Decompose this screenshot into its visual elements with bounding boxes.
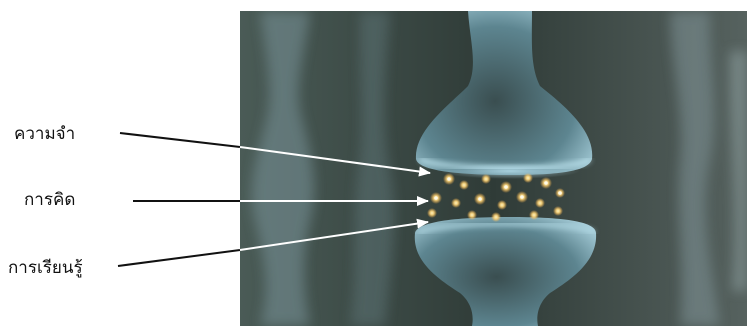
synapse-image: [240, 11, 747, 326]
label-learning: การเรียนรู้: [8, 258, 83, 278]
cleft-glow: [440, 163, 580, 179]
label-thinking: การคิด: [24, 190, 75, 210]
label-memory: ความจำ: [14, 124, 75, 144]
